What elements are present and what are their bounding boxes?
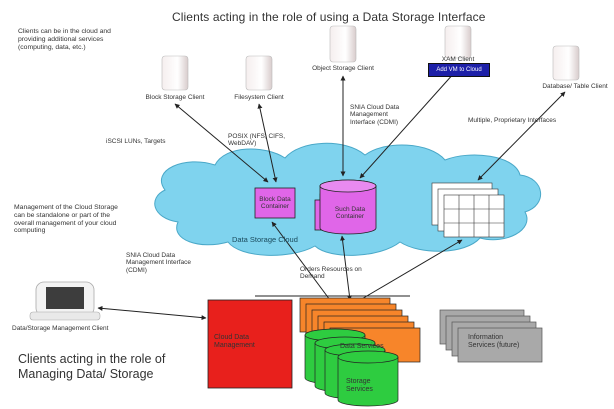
label-cdmi-bottom: SNIA Cloud Data Management Interface (CD… — [126, 252, 192, 274]
label-data-storage-cloud: Data Storage Cloud — [232, 235, 298, 244]
client-badge-xam: Add VM to Cloud — [428, 63, 490, 77]
cloud-mgmt-box-shape — [207, 299, 293, 389]
table-storage-grid — [431, 182, 505, 238]
client-tower-block — [161, 55, 189, 91]
service-arrows — [97, 221, 463, 321]
label-orders-on-demand: Orders Resources on Demand — [300, 266, 362, 281]
client-tower-database — [552, 45, 580, 81]
client-arrows — [174, 71, 566, 183]
label-iscsi: iSCSI LUNs, Targets — [106, 138, 166, 145]
box-label-cloud-mgmt: Cloud Data Management — [214, 334, 255, 350]
management-client-device — [29, 281, 101, 321]
label-file-container: Such Data Container — [334, 206, 366, 221]
note-management: Management of the Cloud Storage can be s… — [14, 204, 118, 235]
storage-services-stack — [304, 328, 399, 407]
client-tower-filesystem — [245, 55, 273, 91]
client-label-database: Database/ Table Client — [542, 83, 608, 90]
page-title: Clients acting in the role of using a Da… — [172, 10, 486, 24]
client-label-filesystem: Filesystem Client — [234, 94, 284, 101]
label-cdmi-top: SNIA Cloud Data Management Interface (CD… — [350, 104, 400, 126]
client-label-block: Block Storage Client — [145, 94, 205, 101]
box-label-info-services: Information Services (future) — [468, 334, 520, 350]
label-posix: POSIX (NFS, CIFS, WebDAV) — [228, 133, 286, 148]
label-management-client: Data/Storage Management Client — [12, 325, 109, 332]
label-block-container: Block Data Container — [259, 196, 291, 211]
client-label-object: Object Storage Client — [312, 65, 374, 72]
label-proprietary: Multiple, Proprietary Interfaces — [468, 117, 557, 124]
bottom-title: Clients acting in the role of Managing D… — [18, 352, 166, 381]
client-label-xam: XAM Client — [441, 56, 475, 63]
file-container-stack — [314, 179, 377, 235]
block-container-shape — [254, 187, 296, 219]
box-label-data-services: Data Services — [340, 343, 384, 350]
info-services-stack — [439, 309, 543, 363]
box-label-storage-services: Storage Services — [346, 378, 373, 394]
client-tower-xam — [444, 25, 472, 59]
note-clients-in-cloud: Clients can be in the cloud and providin… — [18, 28, 111, 51]
client-tower-object — [329, 25, 357, 63]
